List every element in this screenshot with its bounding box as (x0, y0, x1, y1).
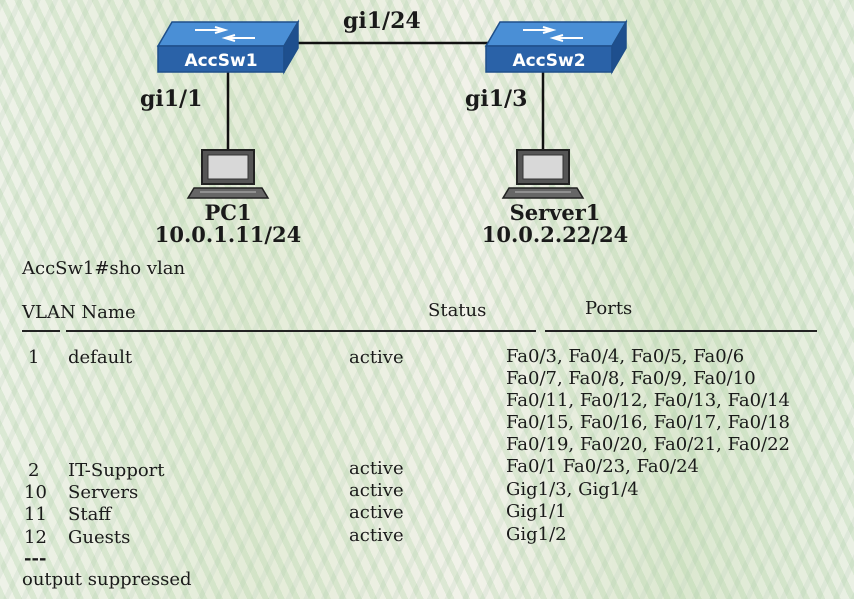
vlan-ports-line: Fa0/11, Fa0/12, Fa0/13, Fa0/14 (506, 390, 791, 411)
host-label-pc1: PC1 10.0.1.11/24 (148, 202, 308, 246)
host-label-server1: Server1 10.0.2.22/24 (465, 202, 645, 246)
computer-icon-server1 (501, 149, 585, 199)
vlan-name: IT-Support (68, 460, 165, 481)
header-status: Status (428, 300, 487, 321)
accsw1-port-label: gi1/1 (140, 86, 203, 112)
host-name: PC1 (204, 200, 252, 225)
vlan-name: default (68, 347, 133, 368)
vlan-id: 11 (24, 504, 47, 525)
vlan-ports-line: Fa0/7, Fa0/8, Fa0/9, Fa0/10 (506, 368, 756, 389)
vlan-ports-line: Gig1/3, Gig1/4 (506, 479, 639, 500)
switch-icon-accsw1: AccSw1 (156, 19, 300, 75)
host-ip: 10.0.2.22/24 (481, 222, 629, 247)
vlan-status: active (349, 458, 404, 479)
separator-name-status (66, 330, 536, 332)
switch-icon-accsw2: AccSw2 (484, 19, 628, 75)
header-ports: Ports (585, 298, 633, 319)
vlan-ports-line: Gig1/1 (506, 501, 567, 522)
vlan-ports-line: Fa0/15, Fa0/16, Fa0/17, Fa0/18 (506, 412, 791, 433)
vlan-ports-line: Fa0/1 Fa0/23, Fa0/24 (506, 456, 699, 477)
switch-label-accsw1: AccSw1 (184, 51, 257, 71)
trunk-port-label: gi1/24 (343, 8, 421, 34)
vlan-name: Staff (68, 504, 112, 525)
vlan-status: active (349, 502, 404, 523)
computer-icon-pc1 (186, 149, 270, 199)
vlan-id: 1 (28, 347, 40, 368)
vlan-status: active (349, 525, 404, 546)
host-name: Server1 (509, 200, 601, 225)
header-vlan-name: VLAN Name (22, 302, 136, 323)
vlan-id: 2 (28, 460, 40, 481)
vlan-ports-line: Gig1/2 (506, 524, 567, 545)
vlan-ports-line: Fa0/19, Fa0/20, Fa0/21, Fa0/22 (506, 434, 791, 455)
accsw2-port-label: gi1/3 (465, 86, 528, 112)
vlan-id: 10 (24, 482, 47, 503)
vlan-name: Servers (68, 482, 139, 503)
vlan-status: active (349, 347, 404, 368)
topology-diagram: AccSw1 AccSw2 (156, 19, 628, 199)
vlan-name: Guests (68, 527, 131, 548)
switch-label-accsw2: AccSw2 (512, 51, 585, 71)
separator-id (22, 330, 60, 332)
vlan-id: 12 (24, 527, 47, 548)
cli-command: AccSw1#sho vlan (22, 258, 186, 279)
vlan-ports-line: Fa0/3, Fa0/4, Fa0/5, Fa0/6 (506, 346, 745, 367)
host-ip: 10.0.1.11/24 (154, 222, 302, 247)
output-trailer: --- (24, 548, 47, 569)
output-footer: output suppressed (22, 569, 192, 590)
vlan-status: active (349, 480, 404, 501)
separator-ports (545, 330, 817, 332)
